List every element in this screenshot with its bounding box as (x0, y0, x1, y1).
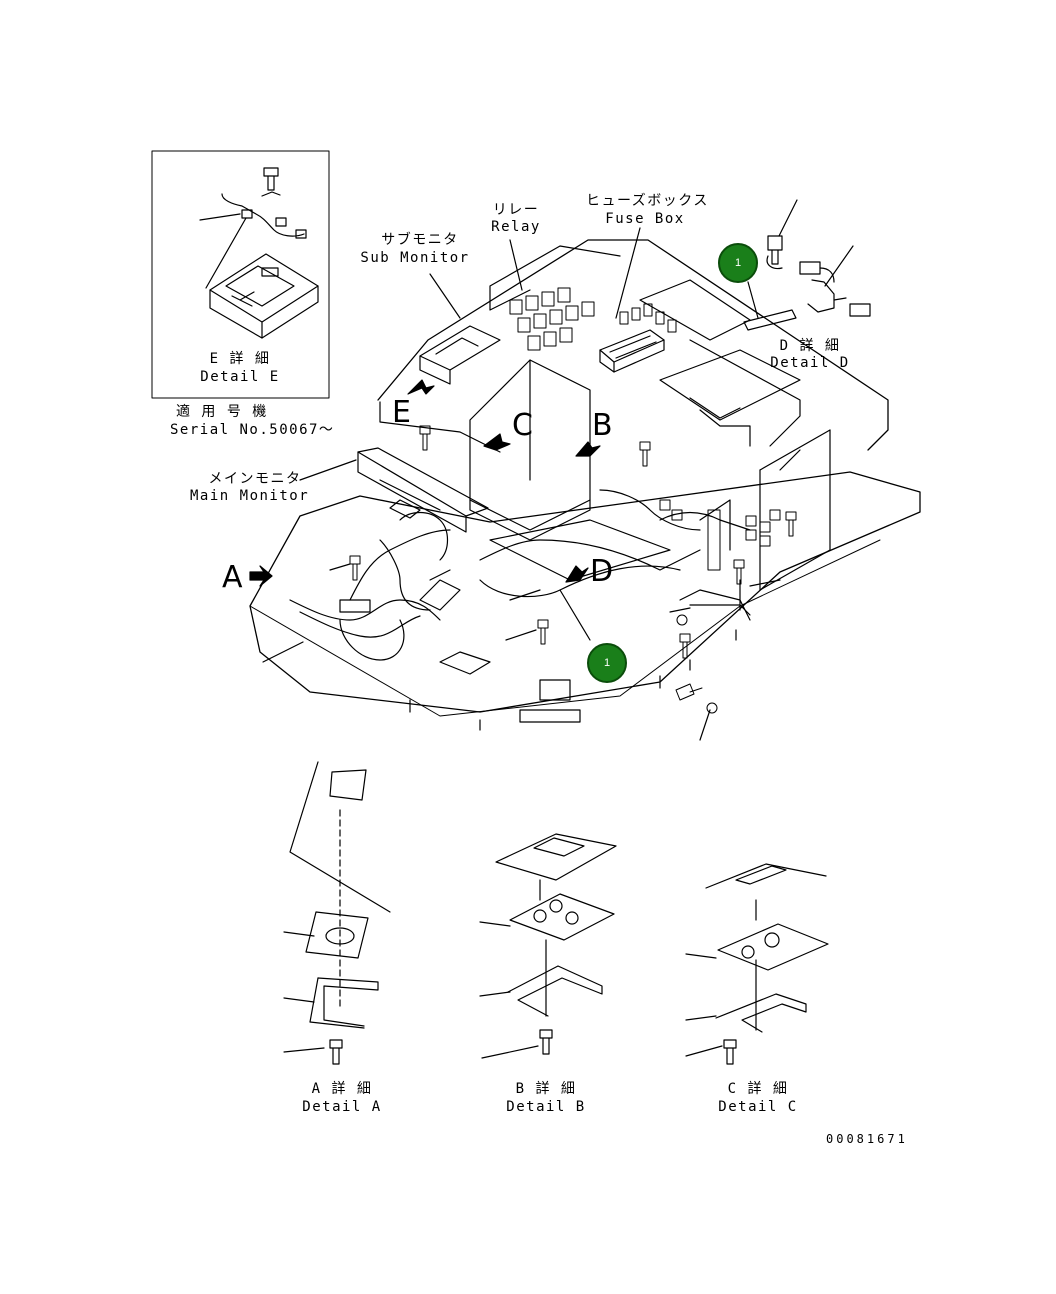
view-letter-a: A (222, 560, 243, 595)
detail-b-label-jp: B 詳 細 (515, 1081, 577, 1097)
main-monitor-label-en: Main Monitor (190, 488, 310, 504)
main-assembly-drawing (249, 227, 921, 741)
detail-d-label-en: Detail D (770, 355, 850, 371)
serial-label-jp: 適 用 号 機 (176, 404, 268, 420)
detail-b-label-en: Detail B (506, 1099, 586, 1115)
detail-e-label-en: Detail E (200, 369, 280, 385)
detail-a-label-jp: A 詳 細 (311, 1081, 373, 1097)
detail-b-drawing (479, 833, 617, 1059)
fuse-box-label-jp: ヒューズボックス (586, 193, 709, 209)
sub-monitor-label-en: Sub Monitor (360, 250, 470, 266)
relay-label-en: Relay (491, 219, 541, 235)
detail-e-drawing (151, 150, 330, 399)
sub-monitor-label-jp: サブモニタ (381, 232, 459, 248)
view-letter-e: E (392, 395, 411, 430)
fuse-box-label-en: Fuse Box (605, 211, 685, 227)
detail-c-label-jp: C 詳 細 (727, 1081, 789, 1097)
detail-a-drawing (283, 761, 391, 1065)
detail-e-label-jp: E 詳 細 (209, 351, 271, 367)
relay-label-jp: リレー (492, 202, 540, 218)
detail-d-drawing (743, 199, 871, 331)
detail-a-label-en: Detail A (302, 1099, 382, 1115)
view-letter-c: C (512, 408, 533, 443)
drawing-number: 00081671 (826, 1132, 908, 1146)
detail-c-drawing (685, 863, 829, 1065)
detail-c-label-en: Detail C (718, 1099, 798, 1115)
main-monitor-label-jp: メインモニタ (208, 471, 302, 487)
view-letter-d: D (590, 554, 614, 589)
item-marker-1-top[interactable]: 1 (718, 243, 758, 283)
serial-label-en: Serial No.50067～ (170, 422, 335, 438)
item-marker-1-bottom[interactable]: 1 (587, 643, 627, 683)
view-letter-b: B (592, 408, 613, 443)
detail-d-label-jp: D 詳 細 (779, 338, 841, 354)
